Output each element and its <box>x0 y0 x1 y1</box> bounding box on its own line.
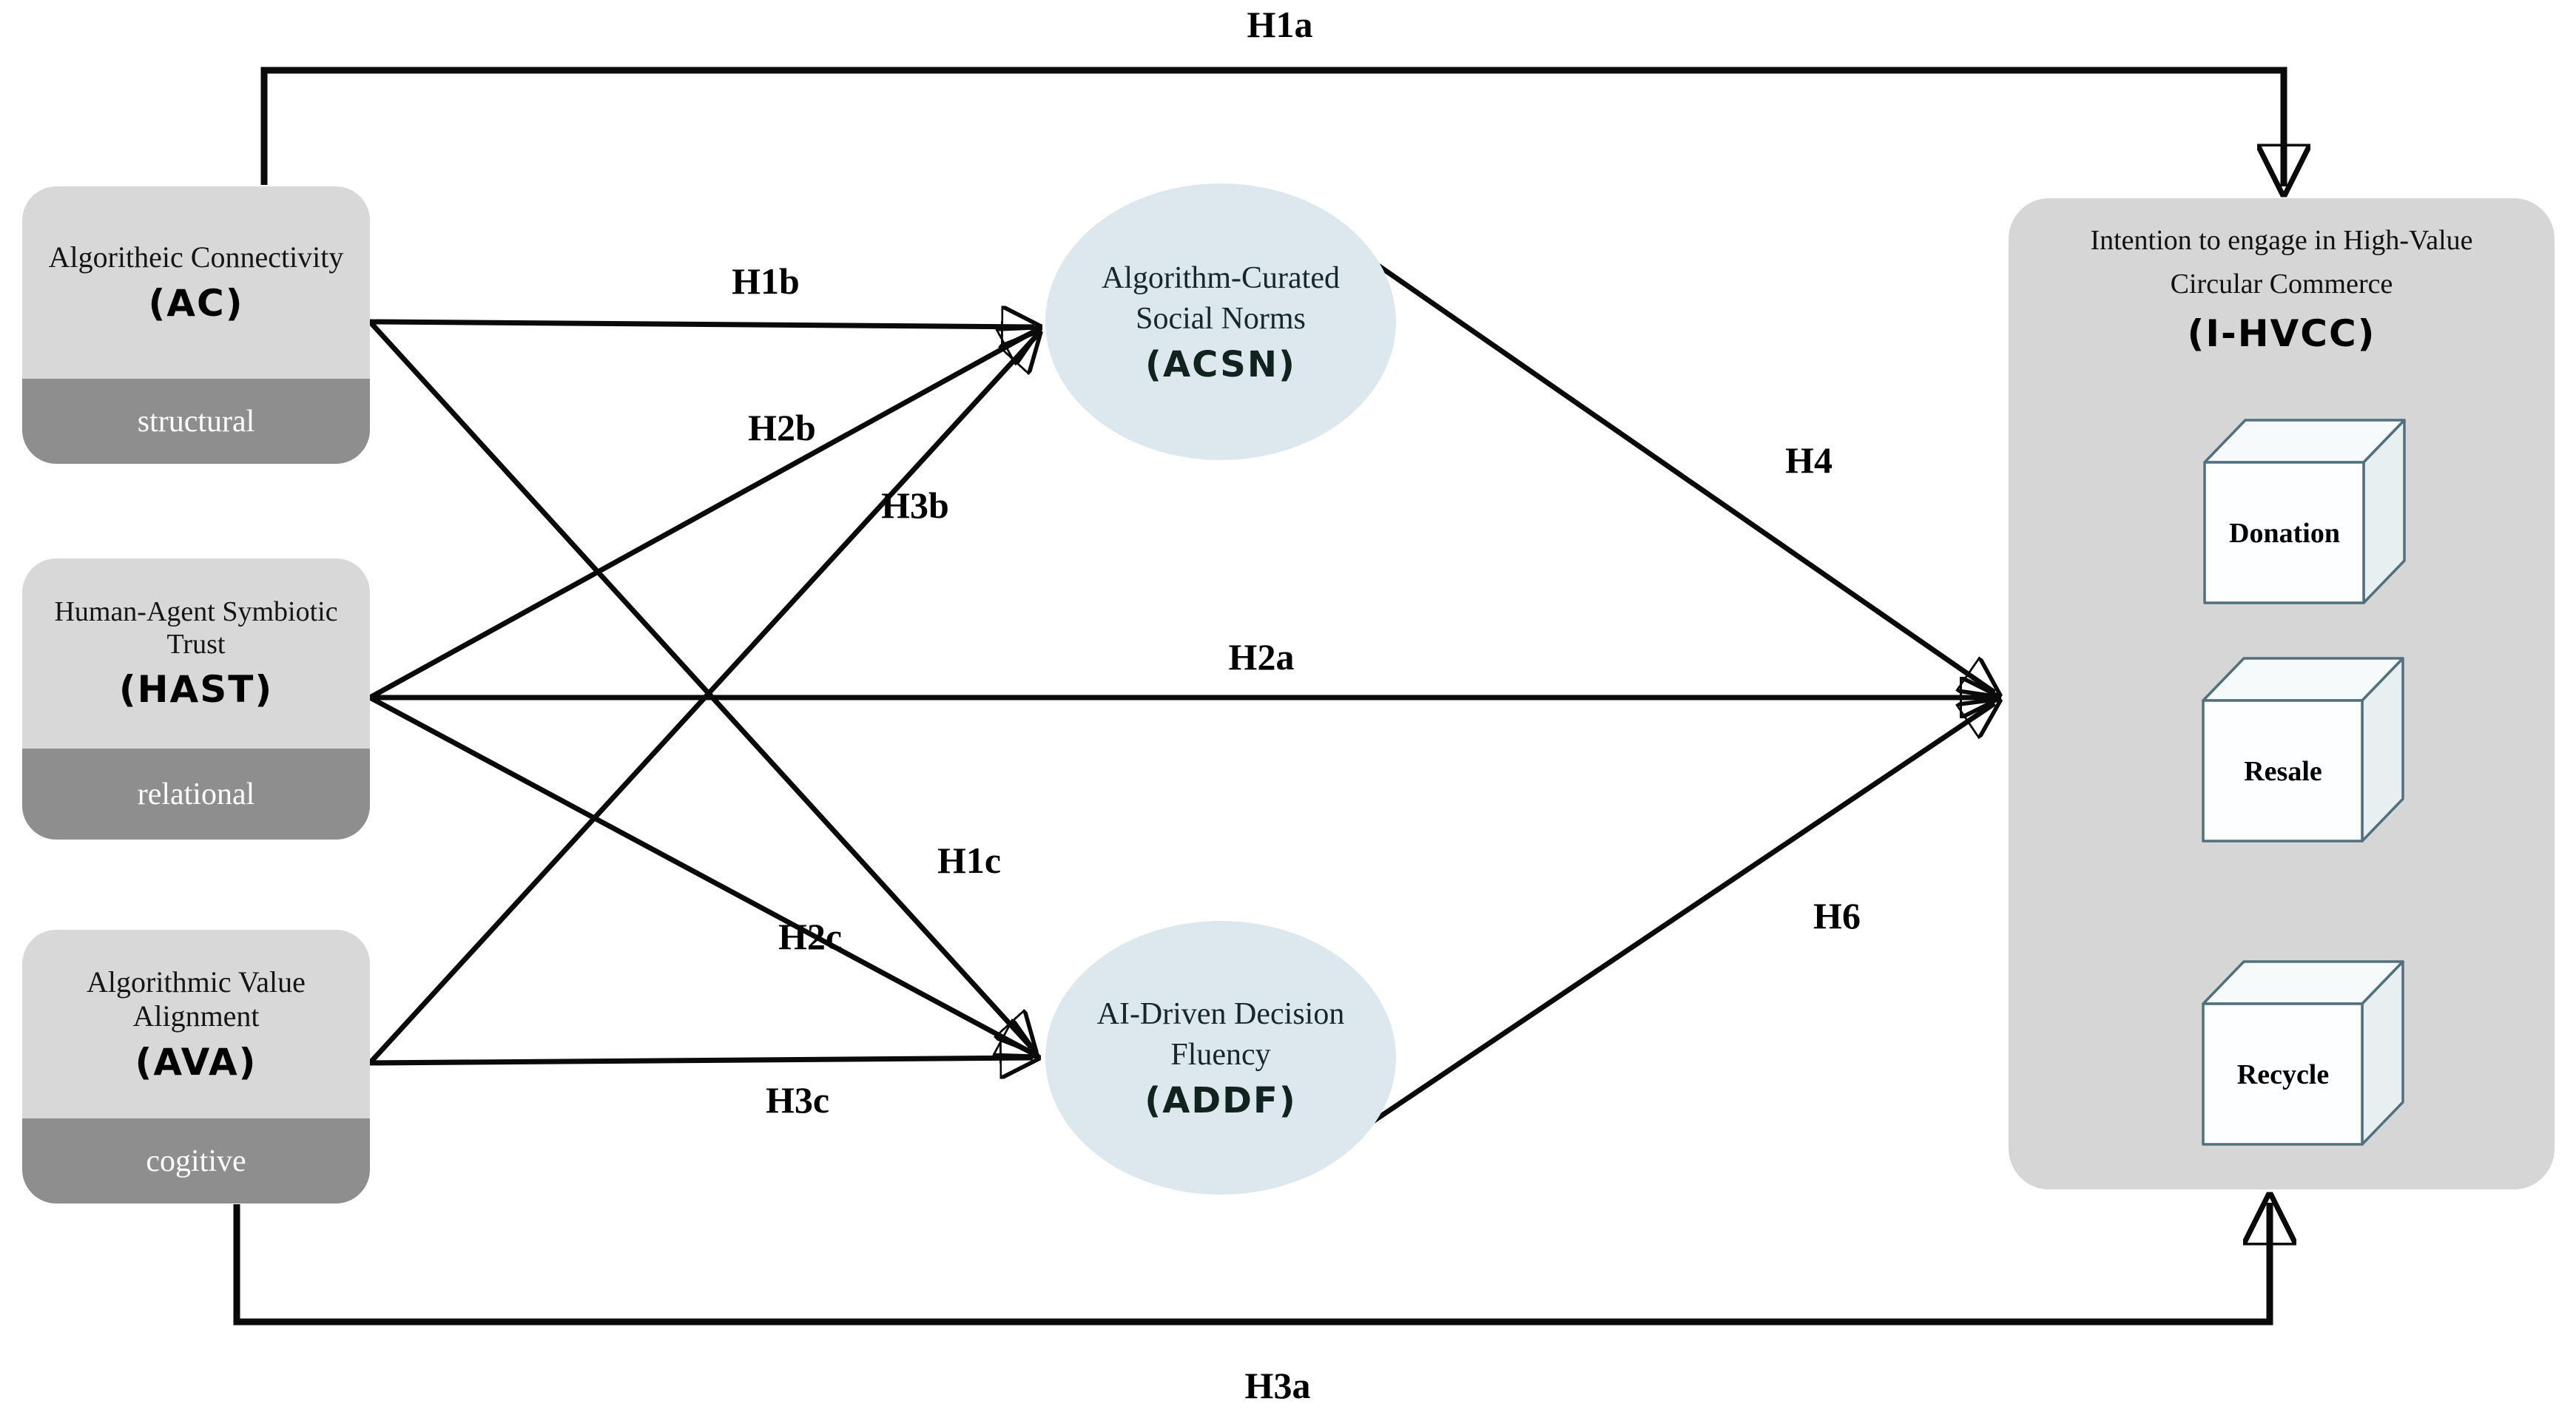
predictor-hast-dimension-strip: relational <box>22 749 370 840</box>
outcome-title: Intention to engage in High-Value Circul… <box>2009 219 2555 306</box>
predictor-hast-acronym: (HAST) <box>118 668 274 712</box>
addf-title-line2: Fluency <box>1170 1038 1271 1072</box>
mediator-ellipse-addf: AI-Driven Decision Fluency (ADDF) <box>1045 921 1396 1195</box>
predictor-ac-dimension-strip: structural <box>22 379 370 464</box>
outcome-title-line1: Intention to engage in High-Value <box>2090 225 2473 256</box>
predictor-hast-main: Human-Agent Symbiotic Trust (HAST) <box>22 558 370 749</box>
addf-acronym: (ADDF) <box>1144 1079 1297 1121</box>
hypothesis-label-h3c: H3c <box>765 1079 830 1121</box>
hypothesis-label-h1b: H1b <box>732 260 800 302</box>
arrow-h3c <box>369 1058 1033 1063</box>
predictor-ac-acronym: (AC) <box>148 282 244 325</box>
addf-title-line1: AI-Driven Decision <box>1096 997 1345 1032</box>
acsn-title-line2: Social Norms <box>1136 302 1306 336</box>
cube-label-donation: Donation <box>2229 518 2340 549</box>
arrow-h1c <box>368 320 1031 1047</box>
arrow-h2c <box>368 695 1031 1053</box>
predictor-hast-title: Human-Agent Symbiotic Trust <box>54 595 338 660</box>
mediator-ellipse-acsn: Algorithm-Curated Social Norms (ACSN) <box>1045 183 1396 460</box>
arrow-h1b <box>369 322 1034 327</box>
hypothesis-label-h3b: H3b <box>881 485 949 526</box>
cube-label-recycle: Recycle <box>2237 1059 2329 1090</box>
hypothesis-label-h2a: H2a <box>1228 636 1295 678</box>
cube-donation: Donation <box>2203 419 2406 604</box>
predictor-box-ac: Algoritheic Connectivity (AC) structural <box>22 186 370 464</box>
cube-label-resale: Resale <box>2244 756 2322 787</box>
predictor-ac-main: Algoritheic Connectivity (AC) <box>22 186 370 379</box>
predictor-ava-main: Algorithmic Value Alignment (AVA) <box>22 930 370 1118</box>
dimension-label-structural: structural <box>137 404 255 439</box>
arrow-h1a <box>260 67 2284 186</box>
arrow-h4 <box>1367 257 1995 692</box>
arrow-h3b <box>368 337 1036 1065</box>
outcome-box-ihvcc: Intention to engage in High-Value Circul… <box>2009 198 2555 1189</box>
hypothesis-label-h2c: H2c <box>778 916 843 957</box>
cube-resale: Resale <box>2202 657 2404 843</box>
hypothesis-label-h1a: H1a <box>1247 4 1313 45</box>
acsn-acronym: (ACSN) <box>1145 343 1296 385</box>
predictor-ava-dimension-strip: cogitive <box>22 1118 370 1203</box>
outcome-title-line2: Circular Commerce <box>2170 268 2393 300</box>
hypothesis-label-h1c: H1c <box>937 840 1002 881</box>
hypothesis-label-h6: H6 <box>1813 895 1861 936</box>
cube-recycle: Recycle <box>2202 960 2404 1146</box>
hypothesis-label-h2b: H2b <box>748 407 816 448</box>
predictor-box-hast: Human-Agent Symbiotic Trust (HAST) relat… <box>22 558 370 840</box>
predictor-box-ava: Algorithmic Value Alignment (AVA) cogiti… <box>22 930 370 1203</box>
arrow-h3a <box>233 1203 2270 1326</box>
predictor-ac-title: Algoritheic Connectivity <box>48 240 344 274</box>
arrow-h6 <box>1367 703 1995 1127</box>
outcome-acronym: (I-HVCC) <box>2187 311 2376 355</box>
predictor-ava-acronym: (AVA) <box>135 1040 257 1084</box>
acsn-title-line1: Algorithm-Curated <box>1102 261 1340 296</box>
predictor-ava-title: Algorithmic Value Alignment <box>87 965 306 1033</box>
hypothesis-label-h4: H4 <box>1785 439 1832 481</box>
dimension-label-relational: relational <box>137 777 255 811</box>
dimension-label-cogitive: cogitive <box>146 1144 246 1178</box>
hypothesis-label-h3a: H3a <box>1244 1365 1311 1406</box>
